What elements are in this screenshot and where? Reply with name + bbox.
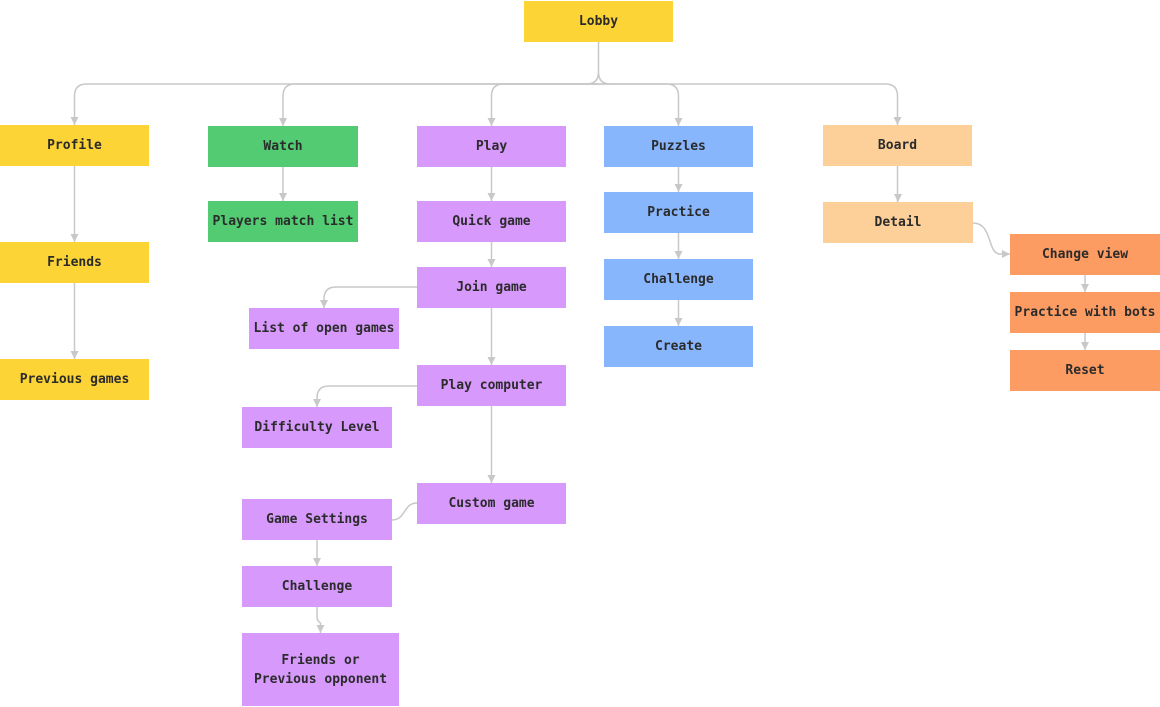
node-label: Friends — [47, 255, 102, 270]
arrowhead-challenge_play — [313, 558, 321, 566]
node-label: Game Settings — [266, 512, 368, 527]
node-label: Challenge — [643, 272, 714, 287]
arrowhead-previous_games — [70, 351, 79, 359]
connector-lobby-trunk — [586, 42, 611, 85]
arrowhead-change-view — [1002, 250, 1010, 258]
connector-challenge-play-friends-prev-opp — [316, 607, 322, 633]
connector-detail-change-view — [972, 222, 1010, 255]
node-label: Quick game — [452, 214, 531, 229]
node-practice-with-bots[interactable]: Practice with bots — [1010, 292, 1160, 333]
arrowhead-profile — [70, 117, 79, 125]
arrowhead-detail — [894, 194, 902, 202]
node-profile[interactable]: Profile — [0, 125, 149, 166]
node-label: Puzzles — [651, 139, 706, 154]
node-difficulty-level[interactable]: Difficulty Level — [242, 407, 392, 448]
arrowhead-challenge_puzzles — [674, 251, 683, 259]
arrowhead-quick_game — [487, 193, 496, 201]
node-label: Practice — [647, 205, 710, 220]
node-label: List of open games — [253, 321, 395, 336]
node-label: Reset — [1065, 363, 1105, 378]
node-label: Detail — [874, 215, 922, 230]
arrowhead-create — [674, 318, 683, 326]
arrowhead-play — [487, 118, 496, 126]
node-detail[interactable]: Detail — [823, 202, 973, 243]
node-play-computer[interactable]: Play computer — [417, 365, 566, 406]
node-label: Profile — [47, 138, 102, 153]
arrowhead-difficulty_level — [313, 399, 321, 407]
node-change-view[interactable]: Change view — [1010, 234, 1160, 275]
node-label: Create — [655, 339, 702, 354]
node-label: Change view — [1041, 247, 1129, 262]
node-label: Players match list — [212, 214, 354, 229]
connector-play_computer-difficulty_level — [316, 385, 417, 407]
arrowhead-friends-prev-opp — [316, 625, 325, 633]
node-previous-games[interactable]: Previous games — [0, 359, 149, 400]
connector-arrowheads — [70, 117, 1089, 633]
node-label: Difficulty Level — [254, 420, 380, 435]
connector-custom-game-game-settings — [391, 502, 418, 521]
arrowhead-friends — [70, 234, 79, 242]
node-label-line-2: Previous opponent — [253, 671, 388, 687]
node-label: Play computer — [440, 378, 543, 393]
connector-lines — [73, 42, 1086, 633]
connector-join_game-list_open_games — [323, 286, 417, 308]
node-label-line-1: Friends or — [281, 652, 360, 668]
node-label: Previous games — [19, 372, 130, 387]
arrowhead-play_computer — [487, 357, 496, 365]
arrowhead-puzzles — [674, 118, 683, 126]
node-puzzles[interactable]: Puzzles — [604, 126, 753, 167]
arrowhead-custom_game — [487, 475, 496, 483]
node-join-game[interactable]: Join game — [417, 267, 566, 308]
node-play[interactable]: Play — [417, 126, 566, 167]
node-reset[interactable]: Reset — [1010, 350, 1160, 391]
node-label-group: Friends or Previous opponent — [254, 651, 387, 689]
node-label: Lobby — [578, 14, 619, 29]
node-board[interactable]: Board — [823, 125, 972, 166]
node-custom-game[interactable]: Custom game — [417, 483, 566, 524]
node-label: Join game — [456, 280, 527, 295]
node-players-match-list[interactable]: Players match list — [208, 201, 358, 242]
node-label: Practice with bots — [1014, 305, 1156, 320]
arrowhead-players_match_list — [279, 193, 287, 201]
node-label: Watch — [263, 139, 303, 154]
connector-lobby-watch — [282, 83, 599, 126]
node-challenge-play[interactable]: Challenge — [242, 566, 392, 607]
node-friends[interactable]: Friends — [0, 242, 149, 283]
node-label: Play — [475, 139, 508, 154]
arrowhead-practice_bots — [1081, 284, 1089, 292]
node-label: Custom game — [448, 496, 535, 511]
arrowhead-reset — [1081, 342, 1089, 350]
node-practice[interactable]: Practice — [604, 192, 753, 233]
arrowhead-join_game — [487, 259, 496, 267]
node-create[interactable]: Create — [604, 326, 753, 367]
node-list-of-open-games[interactable]: List of open games — [249, 308, 399, 349]
node-label: Challenge — [281, 579, 353, 594]
node-friends-or-previous-opponent[interactable]: Friends or Previous opponent — [242, 633, 399, 706]
arrowhead-board — [893, 117, 902, 125]
arrowhead-practice — [674, 184, 683, 192]
connector-lobby-board — [598, 83, 899, 125]
node-label: Board — [877, 138, 918, 153]
node-watch[interactable]: Watch — [208, 126, 358, 167]
node-challenge-puzzles[interactable]: Challenge — [604, 259, 753, 300]
arrowhead-list_open_games — [320, 300, 328, 308]
node-game-settings[interactable]: Game Settings — [242, 499, 392, 540]
arrowhead-watch — [279, 118, 287, 126]
connector-lobby-profile — [73, 83, 599, 125]
connector-lobby-puzzles — [598, 83, 680, 126]
node-lobby[interactable]: Lobby — [524, 1, 673, 42]
connector-lobby-play — [490, 83, 599, 126]
node-quick-game[interactable]: Quick game — [417, 201, 566, 242]
